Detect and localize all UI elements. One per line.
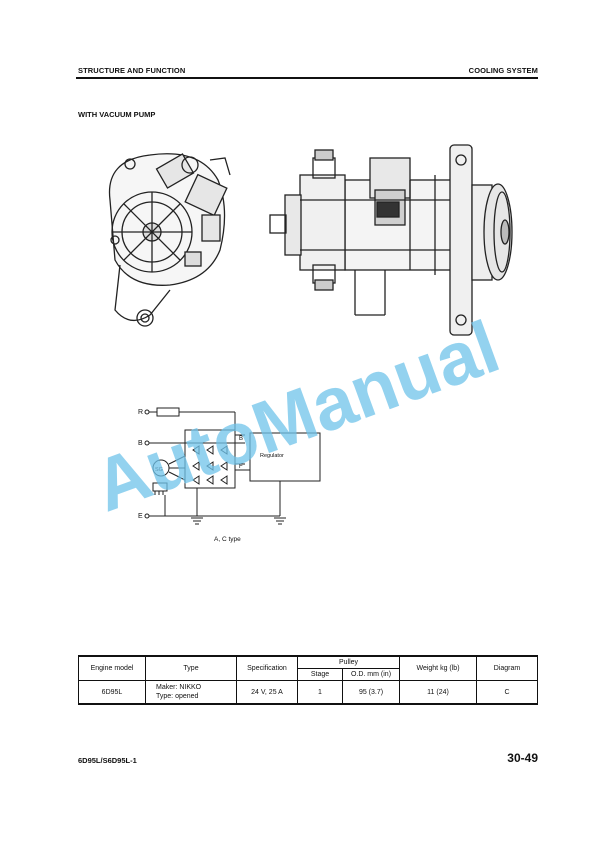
terminal-r-label: R [138, 409, 143, 416]
alternator-wiring-diagram: R B E B F Regulator SG [138, 407, 321, 525]
col-pulley: Pulley [297, 655, 400, 669]
cell-type: Maker: NIKKO Type: opened [145, 680, 237, 705]
section-heading: WITH VACUUM PUMP [78, 110, 156, 119]
regulator-f-label: F [239, 464, 243, 470]
cell-weight: 11 (24) [399, 680, 477, 705]
alternator-spec-table: Engine model Type Specification Pulley W… [78, 655, 538, 705]
header-rule [76, 77, 538, 79]
alternator-front-view-drawing [108, 153, 231, 327]
footer-model-code: 6D95L/S6D95L-1 [78, 756, 137, 765]
col-stage: Stage [297, 668, 343, 681]
cell-diagram: C [476, 680, 538, 705]
header-section-title: STRUCTURE AND FUNCTION [78, 66, 186, 75]
col-specification: Specification [236, 655, 298, 681]
cell-specification: 24 V, 25 A [236, 680, 298, 705]
col-type: Type [145, 655, 237, 681]
terminal-e-label: E [138, 513, 143, 520]
cell-maker: Maker: NIKKO [156, 684, 202, 691]
col-engine-model: Engine model [78, 655, 146, 681]
table-row: 6D95L Maker: NIKKO Type: opened 24 V, 25… [78, 680, 538, 705]
cell-stage: 1 [297, 680, 343, 705]
col-od: O.D. mm (in) [342, 668, 400, 681]
sg-label: SG [155, 467, 163, 473]
regulator-label: Regulator [260, 453, 284, 459]
col-weight: Weight kg (lb) [399, 655, 477, 681]
alternator-side-view-drawing [269, 144, 513, 336]
terminal-b-label: B [138, 440, 143, 447]
page-number: 30-49 [507, 751, 538, 765]
col-diagram: Diagram [476, 655, 538, 681]
regulator-b-label: B [239, 436, 243, 442]
cell-od: 95 (3.7) [342, 680, 400, 705]
diagram-caption: A, C type [214, 536, 241, 543]
header-chapter-title: COOLING SYSTEM [468, 66, 538, 75]
cell-type-value: Type: opened [156, 693, 199, 700]
cell-engine-model: 6D95L [78, 680, 146, 705]
